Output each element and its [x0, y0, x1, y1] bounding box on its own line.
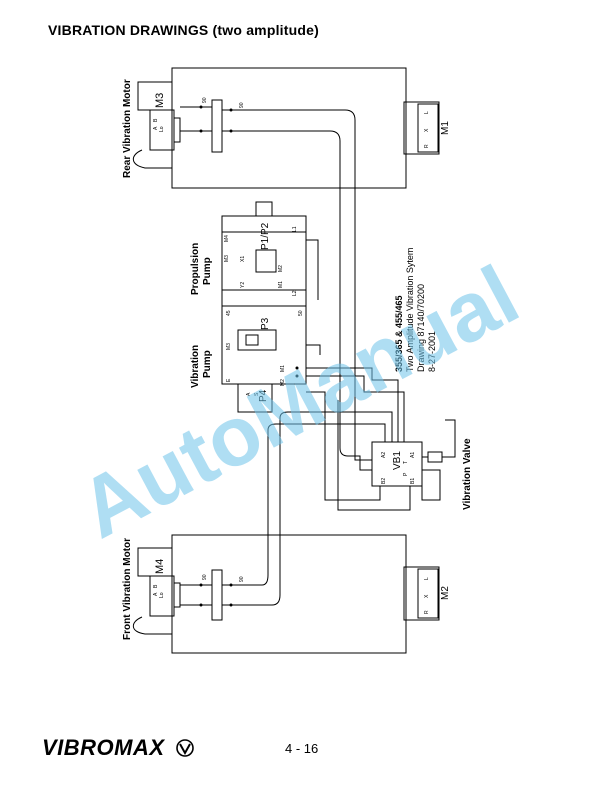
port-a-m4: A	[153, 592, 159, 596]
vibration-pump-label-2: Pump	[202, 350, 213, 378]
p4-label: P4	[258, 389, 269, 402]
m4-label: M4	[154, 559, 166, 574]
m2-motor-box	[403, 566, 440, 621]
port-s-p4: S	[254, 392, 260, 396]
port-m3-p3: M3	[226, 343, 232, 350]
port-lo-m4: Lo	[159, 592, 165, 598]
port-90-front-1: 90	[202, 574, 208, 580]
p3-label: P3	[260, 317, 271, 330]
rear-motor-frame	[171, 67, 407, 189]
front-motor-label: Front Vibration Motor	[122, 538, 133, 640]
port-a-m3: A	[153, 126, 159, 130]
vb1-label: VB1	[392, 451, 403, 470]
port-a2-vb1: A2	[381, 452, 387, 458]
port-b1-vb1: B1	[410, 478, 416, 484]
front-motor-frame	[171, 534, 407, 654]
drawing-info-line-1: 355/365 & 455/465	[394, 295, 404, 372]
port-l-m2: L	[424, 577, 430, 580]
port-y2-p1: Y2	[240, 282, 246, 288]
port-m1-p1: M1	[278, 281, 284, 288]
p1p2-label: P1/P2	[260, 222, 271, 250]
vibration-valve-label: Vibration Valve	[462, 438, 473, 510]
port-x-m1: X	[424, 128, 430, 132]
vb1-valve-box	[371, 441, 423, 487]
port-b-m3: B	[153, 118, 159, 122]
port-r-m1: R	[424, 144, 430, 148]
brand-logo-text: VIBROMAX	[42, 735, 165, 760]
port-m2-p3: M2	[280, 379, 286, 386]
rear-motor-label: Rear Vibration Motor	[122, 79, 133, 178]
drawing-info-line-3: Drawing 87140/70200	[416, 284, 426, 372]
port-x1-p1: X1	[240, 256, 246, 262]
port-e-p3: E	[226, 378, 232, 382]
port-90-rear-1: 90	[202, 97, 208, 103]
propulsion-pump-label-1: Propulsion	[190, 243, 201, 295]
page-number: 4 - 16	[285, 741, 319, 756]
page-title: VIBRATION DRAWINGS (two amplitude)	[48, 22, 319, 38]
brand-mark-icon	[176, 739, 194, 762]
drawing-info-line-2: Two Amplitude Vibration Sytem	[405, 248, 415, 372]
port-lo-m3: Lo	[159, 126, 165, 132]
port-a-p4: A	[246, 392, 252, 396]
port-45-p3: 45	[226, 310, 232, 316]
port-r-m2: R	[424, 610, 430, 614]
vibration-pump-label-1: Vibration	[190, 345, 201, 388]
port-l2-p1: L2	[292, 290, 298, 296]
port-90-rear-2: 90	[239, 102, 245, 108]
m2-label: M2	[440, 586, 451, 600]
port-m1-p3: M1	[280, 365, 286, 372]
port-a1-vb1: A1	[410, 452, 416, 458]
pump-p4-box	[237, 383, 273, 413]
m1-label: M1	[440, 121, 451, 135]
port-m2-p1: M2	[278, 265, 284, 272]
port-b2-vb1: B2	[381, 478, 387, 484]
propulsion-pump-label-2: Pump	[202, 257, 213, 285]
port-b-m4: B	[153, 584, 159, 588]
port-t-vb1: T	[403, 461, 409, 464]
m3-label: M3	[154, 93, 166, 108]
drawing-info-line-4: 8-27-2001	[427, 331, 437, 372]
m1-motor-box	[403, 101, 440, 155]
port-p-vb1: P	[403, 472, 409, 476]
port-x-m2: X	[424, 594, 430, 598]
port-50-p3: 50	[298, 310, 304, 316]
port-m3-p1: M3	[224, 255, 230, 262]
port-90-front-2: 90	[239, 576, 245, 582]
port-l-m1: L	[424, 111, 430, 114]
port-m4-p1: M4	[224, 235, 230, 242]
port-l1-p1: L1	[292, 226, 298, 232]
